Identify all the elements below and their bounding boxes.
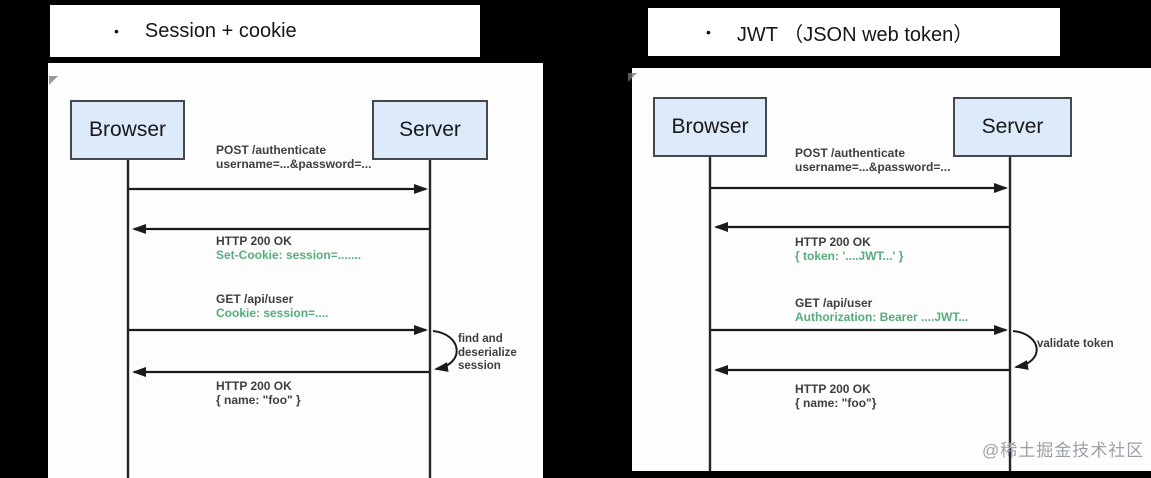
loop-label: find and deserialize session xyxy=(458,333,517,372)
browser-actor-box: Browser xyxy=(70,100,185,160)
corner-artifact xyxy=(49,76,58,85)
message-label: GET /api/user Cookie: session=.... xyxy=(216,292,328,320)
message-line: HTTP 200 OK xyxy=(216,234,292,248)
title-text: JWT （JSON web token） xyxy=(736,23,974,46)
message-line: username=...&password=... xyxy=(795,160,951,174)
message-line: POST /authenticate xyxy=(795,146,906,160)
bullet-icon: • xyxy=(114,23,119,39)
message-line: HTTP 200 OK xyxy=(795,382,871,396)
message-line: HTTP 200 OK xyxy=(216,379,292,393)
session-cookie-diagram-panel: Browser Server POST /authenticate userna… xyxy=(48,63,543,478)
message-line: { name: "foo"} xyxy=(795,396,877,410)
message-label: POST /authenticate username=...&password… xyxy=(795,146,950,174)
message-label: HTTP 200 OK { name: "foo" } xyxy=(216,379,301,407)
loop-label: validate token xyxy=(1037,338,1114,350)
server-actor-box: Server xyxy=(953,97,1072,157)
message-line: Set-Cookie: session=....... xyxy=(216,248,362,262)
sequence-arrows xyxy=(708,157,1038,471)
watermark: @稀土掘金技术社区 xyxy=(982,441,1145,460)
actor-label: Server xyxy=(399,118,461,141)
message-line: { token: '....JWT...' } xyxy=(795,249,904,263)
server-actor-box: Server xyxy=(372,100,488,160)
slide-title-session-cookie: • Session + cookie xyxy=(50,5,480,57)
message-label: POST /authenticate username=...&password… xyxy=(216,143,371,171)
corner-artifact xyxy=(628,73,637,82)
bullet-icon: • xyxy=(706,24,711,40)
sequence-arrows xyxy=(126,160,458,478)
message-line: Cookie: session=.... xyxy=(216,306,329,320)
actor-label: Browser xyxy=(671,115,749,138)
actor-label: Browser xyxy=(88,118,167,141)
message-label: GET /api/user Authorization: Bearer ....… xyxy=(795,296,968,324)
message-line: { name: "foo" } xyxy=(216,393,301,407)
actor-label: Server xyxy=(981,115,1044,138)
browser-actor-box: Browser xyxy=(653,97,767,157)
message-line: GET /api/user xyxy=(795,296,873,310)
self-loop-icon xyxy=(432,330,458,372)
message-line: GET /api/user xyxy=(216,292,294,306)
message-line: POST /authenticate xyxy=(216,143,327,157)
message-label: HTTP 200 OK Set-Cookie: session=....... xyxy=(216,234,361,262)
message-label: HTTP 200 OK { name: "foo"} xyxy=(795,382,876,410)
slide-title-jwt: • JWT （JSON web token） xyxy=(648,8,1060,56)
message-line: HTTP 200 OK xyxy=(795,235,871,249)
self-loop-icon xyxy=(1012,330,1038,370)
jwt-diagram-panel: Browser Server POST /authenticate userna… xyxy=(628,68,1151,471)
message-line: Authorization: Bearer ....JWT... xyxy=(795,310,969,324)
title-text: Session + cookie xyxy=(144,19,297,42)
message-line: username=...&password=... xyxy=(216,157,372,171)
message-label: HTTP 200 OK { token: '....JWT...' } xyxy=(795,235,903,263)
